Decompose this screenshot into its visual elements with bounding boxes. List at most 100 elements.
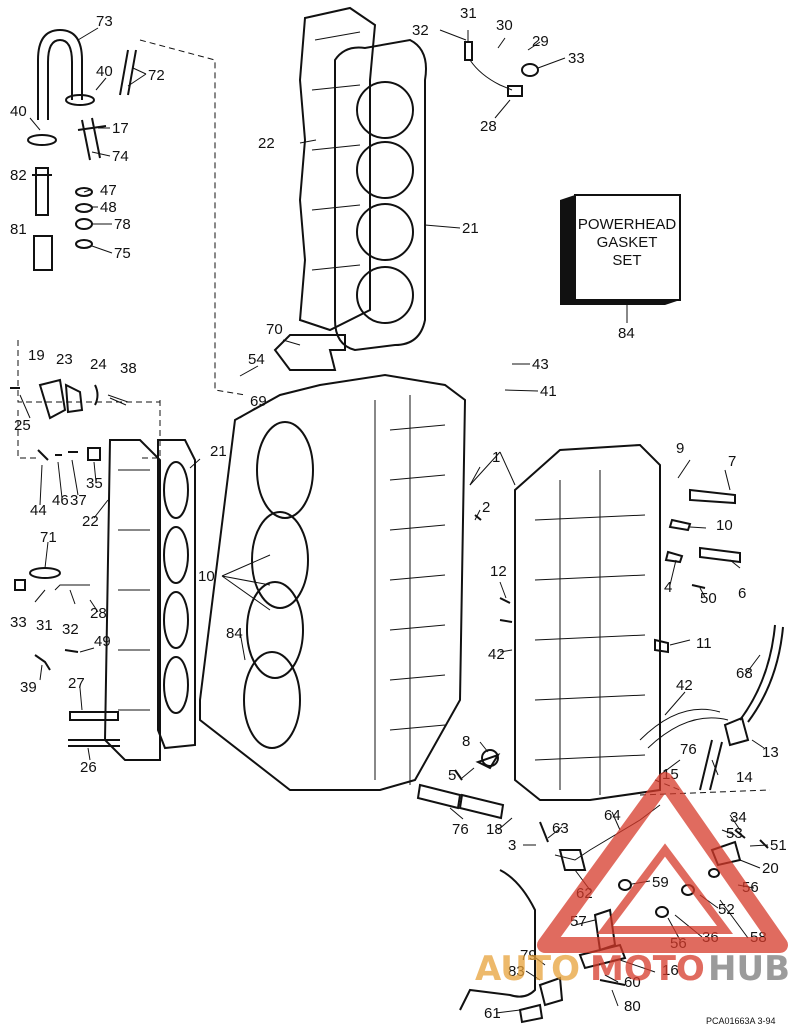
callout-31: 31 xyxy=(460,5,477,22)
watermark-logo: AUTO MOTO HUB xyxy=(475,772,790,989)
callout-25: 25 xyxy=(14,417,31,434)
callout-59: 59 xyxy=(652,874,669,891)
callout-41: 41 xyxy=(540,383,557,400)
callout-7: 7 xyxy=(728,453,736,470)
washer-stack xyxy=(33,187,93,271)
callout-48: 48 xyxy=(100,199,117,216)
right-small-parts xyxy=(454,488,784,791)
callout-39: 39 xyxy=(20,679,37,696)
callout-34: 34 xyxy=(730,809,747,826)
callout-28: 28 xyxy=(90,605,107,622)
callout-73: 73 xyxy=(96,13,113,30)
callout-40: 40 xyxy=(10,103,27,120)
callout-9: 9 xyxy=(676,440,684,457)
powerhead-gasket-set-box: POWERHEAD GASKET SET xyxy=(560,194,681,305)
callout-47: 47 xyxy=(100,182,117,199)
head-gasket-part xyxy=(334,38,427,352)
cylinder-block-part xyxy=(199,334,467,791)
callout-68: 68 xyxy=(736,665,753,682)
callout-30: 30 xyxy=(496,17,513,34)
box-line-2: GASKET xyxy=(597,234,658,251)
callout-8: 8 xyxy=(462,733,470,750)
callout-84: 84 xyxy=(618,325,635,342)
callout-18: 18 xyxy=(486,821,503,838)
callout-49: 49 xyxy=(94,633,111,650)
temp-sensor-part xyxy=(464,41,539,97)
callout-42: 42 xyxy=(488,646,505,663)
callout-32: 32 xyxy=(412,22,429,39)
callout-20: 20 xyxy=(762,860,779,877)
callout-82: 82 xyxy=(10,167,27,184)
callout-27: 27 xyxy=(68,675,85,692)
bottom-fuel-parts xyxy=(459,804,769,1024)
callout-1: 1 xyxy=(492,449,500,466)
callout-52: 52 xyxy=(718,901,735,918)
callout-4: 4 xyxy=(664,579,672,596)
drawing-code: PCA01663A 3-94 xyxy=(706,1016,776,1026)
bottom-tubes xyxy=(416,783,505,820)
callout-51: 51 xyxy=(770,837,787,854)
callout-84: 84 xyxy=(226,625,243,642)
callout-61: 61 xyxy=(484,1005,501,1022)
callout-10: 10 xyxy=(716,517,733,534)
watermark-text-auto: AUTO xyxy=(475,949,580,989)
callout-76: 76 xyxy=(452,821,469,838)
exhaust-gasket-part xyxy=(157,439,196,750)
callout-16: 16 xyxy=(662,962,679,979)
callout-74: 74 xyxy=(112,148,129,165)
tube-part xyxy=(119,49,137,96)
callout-12: 12 xyxy=(490,563,507,580)
callout-75: 75 xyxy=(114,245,131,262)
callout-50: 50 xyxy=(700,590,717,607)
callout-3: 3 xyxy=(508,837,516,854)
callout-10: 10 xyxy=(198,568,215,585)
watermark-text-hub: HUB xyxy=(708,949,790,989)
callout-28: 28 xyxy=(480,118,497,135)
callout-19: 19 xyxy=(28,347,45,364)
callout-54: 54 xyxy=(248,351,265,368)
callout-23: 23 xyxy=(56,351,73,368)
callout-83: 83 xyxy=(508,963,525,980)
callout-37: 37 xyxy=(70,492,87,509)
callout-35: 35 xyxy=(86,475,103,492)
fitting-assembly xyxy=(27,94,107,216)
callout-2: 2 xyxy=(482,499,490,516)
callout-21: 21 xyxy=(210,443,227,460)
dashed-bracket xyxy=(17,400,161,459)
callout-22: 22 xyxy=(82,513,99,530)
callout-40: 40 xyxy=(96,63,113,80)
box-line-1: POWERHEAD xyxy=(578,216,677,233)
callout-33: 33 xyxy=(10,614,27,631)
callout-33: 33 xyxy=(568,50,585,67)
exhaust-cover-part xyxy=(103,439,161,761)
callout-29: 29 xyxy=(532,33,549,50)
callout-21: 21 xyxy=(462,220,479,237)
callout-5: 5 xyxy=(448,767,456,784)
leader-lines xyxy=(19,27,769,1014)
callout-26: 26 xyxy=(80,759,97,776)
callout-80: 80 xyxy=(624,998,641,1015)
callout-14: 14 xyxy=(736,769,753,786)
callout-46: 46 xyxy=(52,492,69,509)
callout-64: 64 xyxy=(604,807,621,824)
crankcase-part xyxy=(514,443,661,801)
box-line-3: SET xyxy=(612,252,641,269)
callout-70: 70 xyxy=(266,321,283,338)
callout-79: 79 xyxy=(520,947,537,964)
callout-43: 43 xyxy=(532,356,549,373)
callout-24: 24 xyxy=(90,356,107,373)
callout-42: 42 xyxy=(676,677,693,694)
callout-76: 76 xyxy=(680,741,697,758)
callout-81: 81 xyxy=(10,221,27,238)
watermark-text-moto: MOTO xyxy=(590,949,705,989)
callout-31: 31 xyxy=(36,617,53,634)
callout-71: 71 xyxy=(40,529,57,546)
dashed-guide xyxy=(139,39,246,396)
callout-6: 6 xyxy=(738,585,746,602)
callout-38: 38 xyxy=(120,360,137,377)
callout-69: 69 xyxy=(250,393,267,410)
callout-11: 11 xyxy=(696,635,712,652)
callout-63: 63 xyxy=(552,820,569,837)
callout-13: 13 xyxy=(762,744,779,761)
